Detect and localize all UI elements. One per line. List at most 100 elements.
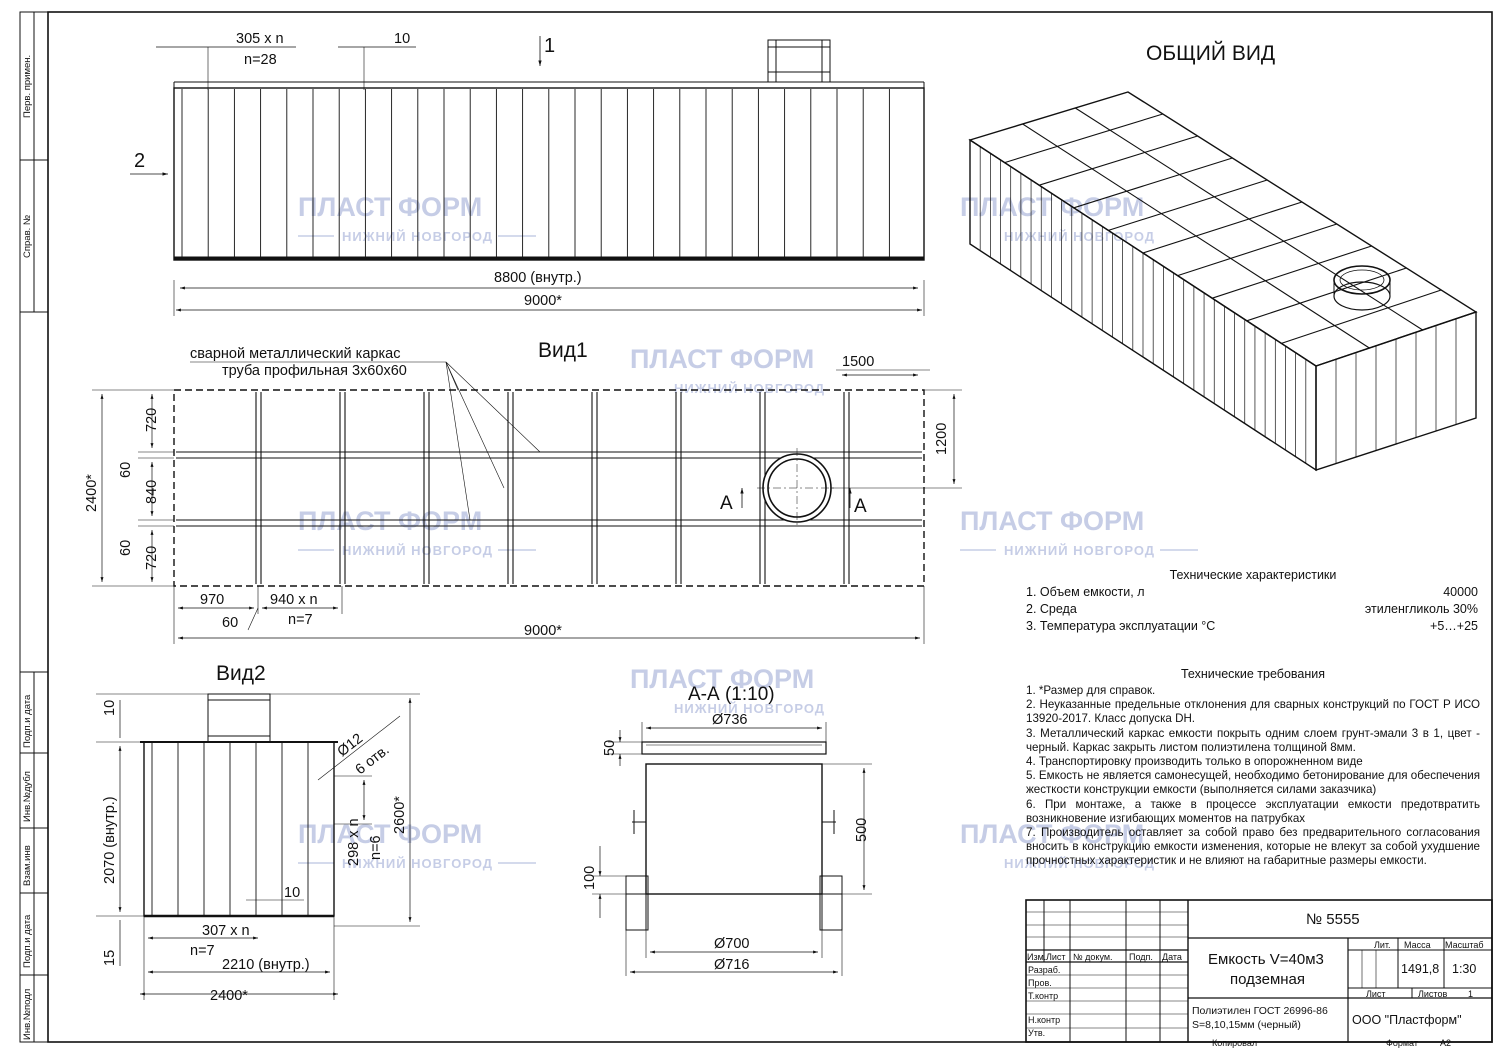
svg-text:НИЖНИЙ НОВГОРОД: НИЖНИЙ НОВГОРОД xyxy=(1004,229,1155,244)
dim-100: 100 xyxy=(582,866,598,890)
watermarks: ПЛАСТ ФОРМ НИЖНИЙ НОВГОРОД ПЛАСТ ФОРМ НИ… xyxy=(298,192,1198,871)
cut-label-left: А xyxy=(720,493,733,514)
stamp-inv-dubl: Инв.№дубл xyxy=(22,771,33,822)
dim-1500: 1500 xyxy=(842,354,874,370)
pipe-leader-text: труба профильная 3х60х60 xyxy=(222,363,407,379)
scale-value: 1:30 xyxy=(1452,962,1476,976)
inner-length-label: 8800 (внутр.) xyxy=(494,270,582,286)
tech-specs-title: Технические характеристики xyxy=(1169,568,1337,582)
view-mark-1: 1 xyxy=(544,35,555,57)
dim-720-top: 720 xyxy=(144,408,160,432)
dim-d700: Ø700 xyxy=(714,936,749,952)
dim-d736: Ø736 xyxy=(712,712,747,728)
sheet-label: Лист xyxy=(1366,989,1386,999)
rib-gap: 10 xyxy=(284,885,300,901)
tech-row-value: этиленгликоль 30% xyxy=(1364,602,1478,616)
view1-title: Вид1 xyxy=(538,339,588,362)
side-elevation-labels: 305 x n n=28 10 1 2 8800 (внутр.) 9000* xyxy=(134,31,582,309)
col-list: Лист xyxy=(1046,952,1066,962)
section-title: А-А (1:10) xyxy=(688,684,775,705)
watermark: ПЛАСТ ФОРМ НИЖНИЙ НОВГОРОД xyxy=(298,819,536,871)
row-prov: Пров. xyxy=(1028,978,1052,988)
svg-text:ПЛАСТ ФОРМ: ПЛАСТ ФОРМ xyxy=(960,506,1144,536)
requirement-item: 1. *Размер для справок. xyxy=(1026,684,1156,697)
requirement-item: 2. Неуказанные предельные отклонения для… xyxy=(1026,698,1480,726)
mass-value: 1491,8 xyxy=(1401,962,1439,976)
end-view-2 xyxy=(96,693,420,1000)
row-tkontr: Т.контр xyxy=(1028,991,1058,1001)
requirement-item: 6. При монтаже, а также в процессе экспл… xyxy=(1026,797,1480,825)
stamp-podp-data-1: Подп.и дата xyxy=(22,694,33,748)
dim-720-bottom: 720 xyxy=(144,546,160,570)
rib-count-label: n=28 xyxy=(244,52,277,68)
svg-text:НИЖНИЙ НОВГОРОД: НИЖНИЙ НОВГОРОД xyxy=(342,856,493,871)
title-block-text: № 5555 Емкость V=40м3 подземная Полиэтил… xyxy=(1027,911,1484,1048)
title-block xyxy=(1025,899,1493,1043)
dim-10-top: 10 xyxy=(102,700,118,716)
vert-pitch: 298 x n xyxy=(346,818,362,866)
svg-text:ПЛАСТ ФОРМ: ПЛАСТ ФОРМ xyxy=(960,819,1144,849)
requirements-title: Технические требования xyxy=(1180,667,1326,681)
dim-2400: 2400* xyxy=(84,474,100,512)
horiz-count: n=7 xyxy=(190,943,215,959)
tech-row-label: 3. Температура эксплуатации °С xyxy=(1026,619,1216,633)
watermark: ПЛАСТ ФОРМ НИЖНИЙ НОВГОРОД xyxy=(960,506,1198,558)
dim-1200: 1200 xyxy=(934,423,950,455)
svg-text:ПЛАСТ ФОРМ: ПЛАСТ ФОРМ xyxy=(630,344,814,374)
view2-title: Вид2 xyxy=(216,662,266,685)
sheets-label: Листов xyxy=(1418,989,1447,999)
dim-500: 500 xyxy=(854,818,870,842)
stamp-perv-primen: Перв. примен. xyxy=(22,55,33,118)
side-elevation-view xyxy=(130,36,925,316)
vert-count: n=6 xyxy=(368,835,384,860)
section-a-a-labels: А-А (1:10) Ø736 50 500 100 Ø700 Ø716 xyxy=(582,684,870,973)
cut-label-right: А xyxy=(854,496,867,517)
hatch-circle xyxy=(757,448,837,528)
tech-row: 2. Среда этиленгликоль 30% xyxy=(1026,602,1478,616)
lit-label: Лит. xyxy=(1374,940,1391,950)
dim-50: 50 xyxy=(602,740,618,756)
dim-2210: 2210 (внутр.) xyxy=(222,957,310,973)
material-2: S=8,10,15мм (черный) xyxy=(1192,1019,1301,1031)
watermark: ПЛАСТ ФОРМ НИЖНИЙ НОВГОРОД xyxy=(298,192,536,244)
sheets-value: 1 xyxy=(1468,989,1473,999)
dim-15: 15 xyxy=(102,950,118,966)
svg-text:ПЛАСТ ФОРМ: ПЛАСТ ФОРМ xyxy=(298,506,482,536)
vertical-ribs xyxy=(181,89,890,257)
dim-840: 840 xyxy=(144,480,160,504)
requirement-item: 7. Производитель оставляет за собой прав… xyxy=(1026,826,1480,868)
frame-leader-text: сварной металлический каркас xyxy=(190,346,400,362)
svg-text:НИЖНИЙ НОВГОРОД: НИЖНИЙ НОВГОРОД xyxy=(674,701,825,716)
tech-row-label: 2. Среда xyxy=(1026,602,1077,616)
rib-pitch-label: 305 x n xyxy=(236,31,284,47)
svg-text:НИЖНИЙ НОВГОРОД: НИЖНИЙ НОВГОРОД xyxy=(674,381,825,396)
requirement-item: 5. Емкость не является самонесущей, необ… xyxy=(1026,769,1480,797)
format-value: А2 xyxy=(1440,1038,1451,1048)
section-a-a xyxy=(592,722,872,976)
tech-row-value: +5…+25 xyxy=(1430,619,1478,633)
product-name-1: Емкость V=40м3 xyxy=(1208,951,1324,968)
svg-text:ПЛАСТ ФОРМ: ПЛАСТ ФОРМ xyxy=(960,192,1144,222)
watermark: ПЛАСТ ФОРМ НИЖНИЙ НОВГОРОД xyxy=(630,344,825,396)
cross-beams xyxy=(255,392,850,584)
doc-number: № 5555 xyxy=(1306,911,1360,928)
svg-text:НИЖНИЙ НОВГОРОД: НИЖНИЙ НОВГОРОД xyxy=(342,229,493,244)
dim-2070: 2070 (внутр.) xyxy=(102,796,118,884)
cross-count: n=7 xyxy=(288,612,313,628)
requirement-item: 3. Металлический каркас емкости покрыть … xyxy=(1026,726,1480,754)
svg-text:ПЛАСТ ФОРМ: ПЛАСТ ФОРМ xyxy=(630,664,814,694)
tech-row: 3. Температура эксплуатации °С +5…+25 xyxy=(1026,619,1478,633)
col-date: Дата xyxy=(1162,952,1182,962)
tech-row: 1. Объем емкости, л 40000 xyxy=(1026,585,1478,599)
sheet-frame xyxy=(19,11,1493,1043)
holes-diameter: Ø12 xyxy=(335,731,366,760)
company-name: ООО "Пластформ" xyxy=(1352,1013,1462,1027)
requirements-list: 1. *Размер для справок. 2. Неуказанные п… xyxy=(1026,684,1480,869)
row-razrab: Разраб. xyxy=(1028,965,1060,975)
stamp-sprav: Справ. № xyxy=(22,215,33,258)
svg-text:НИЖНИЙ НОВГОРОД: НИЖНИЙ НОВГОРОД xyxy=(1004,856,1155,871)
svg-text:ПЛАСТ ФОРМ: ПЛАСТ ФОРМ xyxy=(298,819,482,849)
col-docno: № докум. xyxy=(1073,952,1113,962)
dim-60-bottom-leader: 60 xyxy=(222,615,238,631)
product-name-2: подземная xyxy=(1230,971,1305,988)
